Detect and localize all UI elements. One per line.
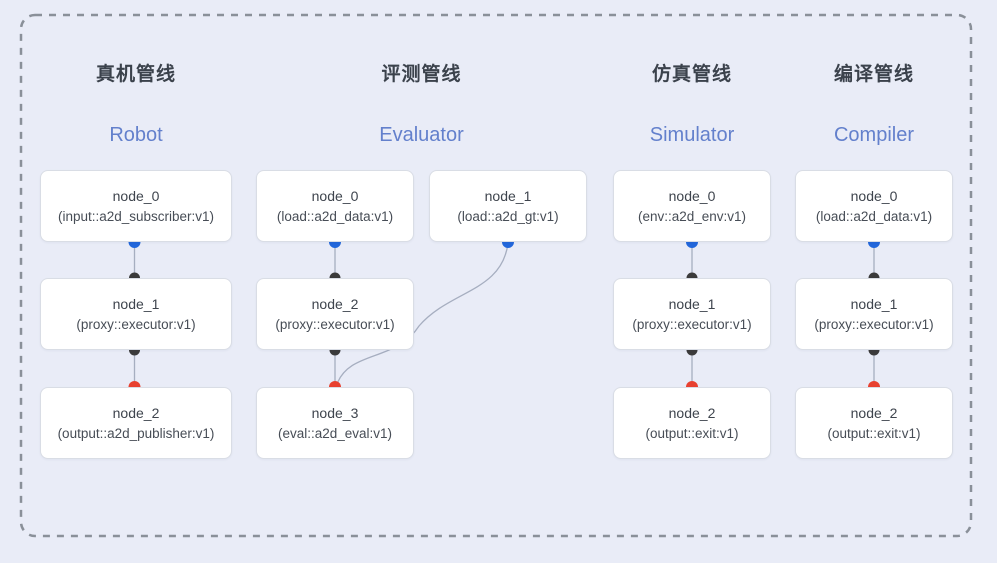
node-name: node_0 xyxy=(112,187,160,204)
node-type: (env::a2d_env:v1) xyxy=(637,208,747,224)
node-type: (load::a2d_data:v1) xyxy=(276,208,394,224)
node-box-simulator-node1: node_1 (proxy::executor:v1) xyxy=(613,278,771,350)
node-type: (output::exit:v1) xyxy=(827,425,921,441)
node-box-simulator-node0: node_0 (env::a2d_env:v1) xyxy=(613,170,771,242)
pipeline-title-en-robot: Robot xyxy=(109,124,163,146)
pipeline-title-zh-robot: 真机管线 xyxy=(95,64,176,85)
node-type: (proxy::executor:v1) xyxy=(632,316,752,332)
node-box-robot-node2: node_2 (output::a2d_publisher:v1) xyxy=(40,387,232,459)
node-box-evaluator-node3: node_3 (eval::a2d_eval:v1) xyxy=(256,387,414,459)
node-box-robot-node1: node_1 (proxy::executor:v1) xyxy=(40,278,232,350)
node-box-evaluator-node1: node_1 (load::a2d_gt:v1) xyxy=(429,170,587,242)
node-box-compiler-node0: node_0 (load::a2d_data:v1) xyxy=(795,170,953,242)
node-name: node_2 xyxy=(311,295,359,312)
node-type: (proxy::executor:v1) xyxy=(275,316,395,332)
node-box-evaluator-node2: node_2 (proxy::executor:v1) xyxy=(256,278,414,350)
node-type: (output::a2d_publisher:v1) xyxy=(57,425,215,441)
pipeline-title-en-compiler: Compiler xyxy=(833,124,915,146)
node-name: node_0 xyxy=(850,187,898,204)
edge-eval-n1-n3-curve xyxy=(336,242,509,385)
node-name: node_2 xyxy=(112,404,160,421)
node-type: (load::a2d_data:v1) xyxy=(815,208,933,224)
node-box-evaluator-node0: node_0 (load::a2d_data:v1) xyxy=(256,170,414,242)
pipeline-title-zh-simulator: 仿真管线 xyxy=(651,64,732,85)
node-name: node_0 xyxy=(668,187,716,204)
node-name: node_1 xyxy=(668,295,716,312)
node-name: node_1 xyxy=(850,295,898,312)
node-name: node_1 xyxy=(112,295,160,312)
node-name: node_2 xyxy=(850,404,898,421)
node-type: (output::exit:v1) xyxy=(645,425,739,441)
node-type: (load::a2d_gt:v1) xyxy=(457,208,559,224)
node-name: node_1 xyxy=(484,187,532,204)
pipeline-title-en-simulator: Simulator xyxy=(649,124,735,146)
node-box-simulator-node2: node_2 (output::exit:v1) xyxy=(613,387,771,459)
node-box-compiler-node2: node_2 (output::exit:v1) xyxy=(795,387,953,459)
node-box-robot-node0: node_0 (input::a2d_subscriber:v1) xyxy=(40,170,232,242)
node-name: node_2 xyxy=(668,404,716,421)
node-type: (proxy::executor:v1) xyxy=(76,316,196,332)
node-type: (proxy::executor:v1) xyxy=(814,316,934,332)
node-type: (input::a2d_subscriber:v1) xyxy=(57,208,215,224)
pipeline-title-zh-compiler: 编译管线 xyxy=(833,64,914,85)
dashed-frame xyxy=(19,13,973,538)
node-name: node_0 xyxy=(311,187,359,204)
node-box-compiler-node1: node_1 (proxy::executor:v1) xyxy=(795,278,953,350)
node-name: node_3 xyxy=(311,404,359,421)
pipeline-title-zh-evaluator: 评测管线 xyxy=(381,64,462,85)
pipeline-title-en-evaluator: Evaluator xyxy=(379,124,464,146)
node-type: (eval::a2d_eval:v1) xyxy=(277,425,393,441)
